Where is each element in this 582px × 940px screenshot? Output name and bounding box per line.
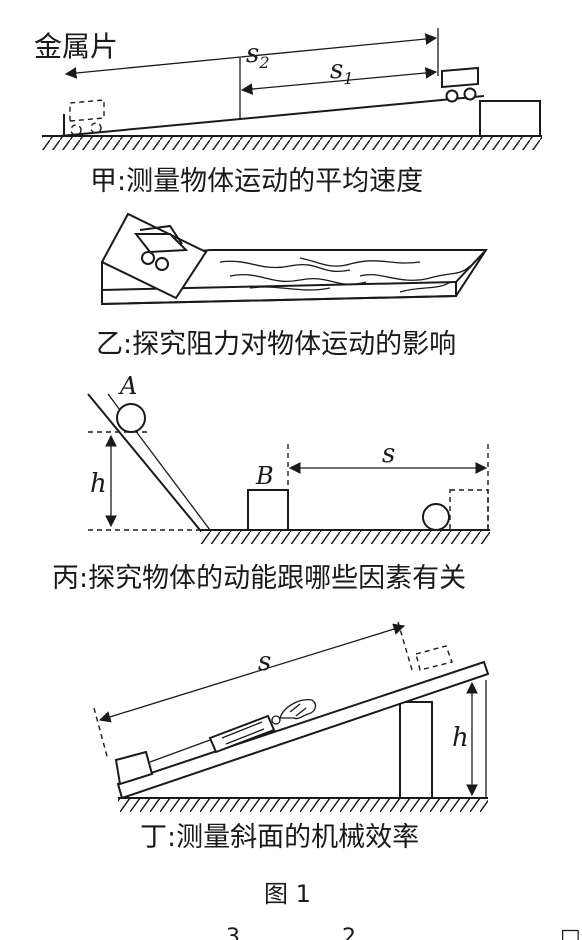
- support-block: [479, 100, 541, 137]
- hand: [279, 699, 317, 720]
- ramp: [59, 95, 485, 137]
- label-h-ding: h: [452, 723, 469, 753]
- car-dashed: [69, 99, 105, 136]
- ball-end: [422, 503, 450, 531]
- car: [441, 66, 479, 103]
- arrow-s2: [64, 33, 438, 79]
- ground-hatch: [42, 136, 542, 150]
- caption-jia: 甲:测量物体运动的平均速度: [90, 166, 423, 197]
- label-h: h: [90, 469, 107, 499]
- car-on-slope: [133, 224, 189, 271]
- panel-yi: 乙:探究阻力对物体运动的影响: [96, 212, 488, 360]
- caption-yi: 乙:探究阻力对物体运动的影响: [96, 329, 456, 360]
- wood-grain: [219, 257, 471, 293]
- label-s-bing: s: [382, 439, 395, 469]
- bottom-fragment-2: 2: [342, 925, 356, 940]
- block-b-moved: [449, 489, 489, 531]
- label-s1: s1: [330, 55, 354, 88]
- incline: [87, 393, 201, 531]
- ball-a: [116, 403, 146, 433]
- arrow-s1: [240, 67, 438, 95]
- ground-hatch-ding: [118, 798, 488, 812]
- panel-ding: s h 丁:测量斜面的机械效率: [93, 621, 490, 853]
- arrow-s-ding: [98, 623, 406, 723]
- label-b: B: [255, 462, 274, 490]
- label-s2: s2: [246, 39, 270, 72]
- metal-sheet-label: 金属片: [34, 30, 118, 63]
- bottom-fragment-1: 3: [226, 925, 240, 940]
- figure-caption: 图 1: [264, 880, 311, 908]
- caption-ding: 丁:测量斜面的机械效率: [140, 822, 419, 853]
- ground-hatch-bing: [200, 530, 490, 544]
- panel-bing: A h B s 丙:探究物体的动能跟哪些因素有关: [52, 372, 490, 594]
- label-s-ding: s: [258, 647, 271, 677]
- block-b: [247, 489, 289, 531]
- panel-jia: 金属片 s2 s1 甲:: [34, 28, 542, 197]
- support-post: [399, 701, 433, 799]
- bottom-fragment-3: □: [560, 925, 581, 940]
- pulled-block-moved: [415, 645, 453, 671]
- pulled-block: [114, 750, 154, 786]
- caption-bing: 丙:探究物体的动能跟哪些因素有关: [52, 563, 466, 594]
- label-a: A: [118, 372, 137, 400]
